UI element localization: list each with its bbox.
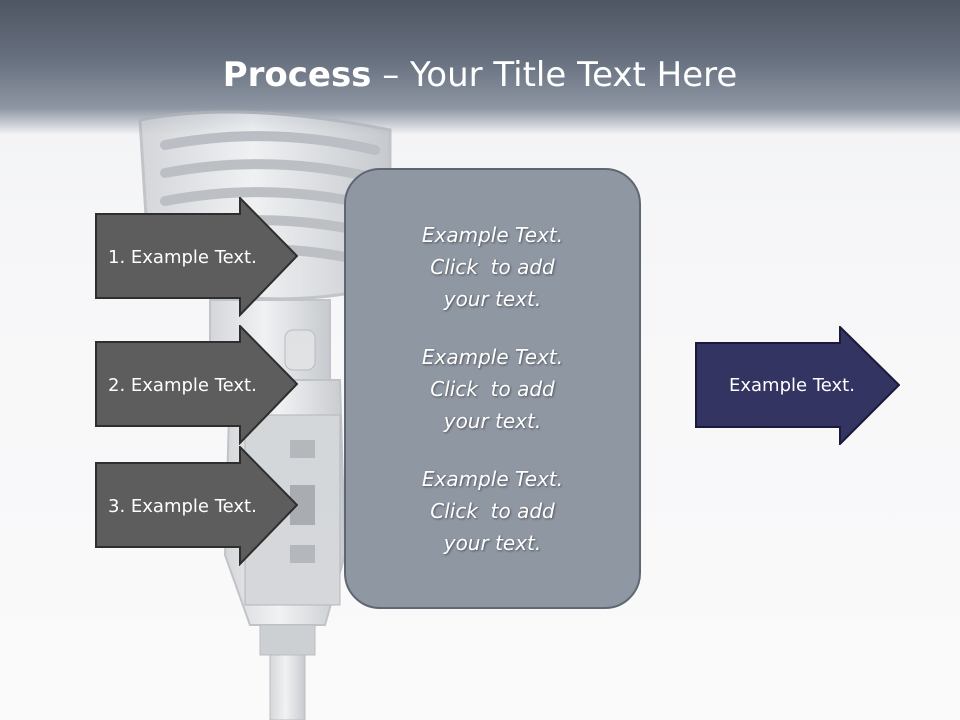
center-paragraph-2: Example Text. Click to add your text. [422, 341, 563, 437]
center-line: your text. [443, 286, 542, 311]
center-line: your text. [443, 530, 542, 555]
step-arrow-2[interactable]: 2. Example Text. [95, 325, 298, 445]
arrow-shape [95, 197, 298, 317]
arrow-shape [95, 446, 298, 566]
arrow-shape [695, 326, 900, 445]
arrow-shape [95, 325, 298, 445]
header-band [0, 0, 960, 135]
output-arrow[interactable]: Example Text. [695, 326, 900, 445]
center-paragraph-1: Example Text. Click to add your text. [422, 219, 563, 315]
center-text-box[interactable]: Example Text. Click to add your text. Ex… [344, 168, 641, 609]
center-line: Click to add [430, 376, 555, 401]
center-line: your text. [443, 408, 542, 433]
step-label: 1. Example Text. [108, 246, 257, 268]
page-title: Process – Your Title Text Here [0, 52, 960, 98]
center-paragraph-3: Example Text. Click to add your text. [422, 463, 563, 559]
step-arrow-3[interactable]: 3. Example Text. [95, 446, 298, 566]
center-line: Example Text. [421, 344, 564, 369]
step-arrow-1[interactable]: 1. Example Text. [95, 197, 298, 317]
step-label: 3. Example Text. [108, 495, 257, 517]
center-line: Example Text. [421, 466, 564, 491]
center-line: Click to add [430, 254, 555, 279]
step-label: 2. Example Text. [108, 374, 257, 396]
title-bold: Process [222, 55, 372, 95]
title-rest: – Your Title Text Here [371, 55, 738, 95]
output-label: Example Text. [729, 375, 855, 396]
center-line: Click to add [430, 498, 555, 523]
center-line: Example Text. [421, 222, 564, 247]
